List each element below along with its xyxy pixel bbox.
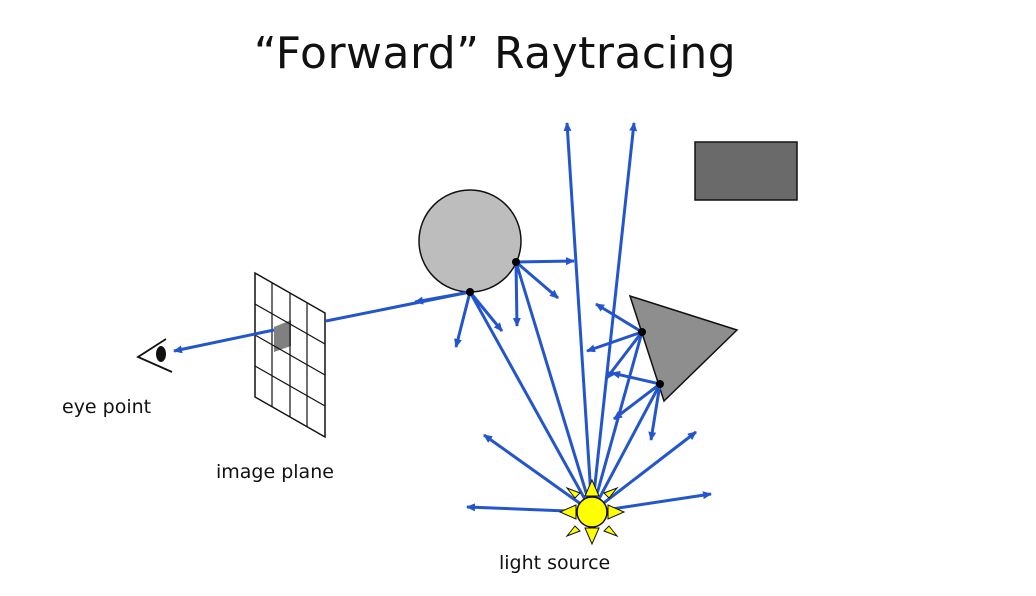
triangle-object (628, 294, 739, 403)
rectangle-object (694, 141, 798, 201)
eye-icon (136, 338, 173, 373)
sphere (418, 189, 522, 293)
hit-points (466, 258, 664, 388)
eye-point-label: eye point (62, 396, 152, 418)
sun-icon (558, 478, 626, 546)
image-plane-highlighted-cell (274, 320, 291, 352)
image-plane-label: image plane (216, 461, 334, 483)
light-source-label: light source (499, 552, 611, 574)
image-plane (254, 271, 326, 439)
page-title: “Forward” Raytracing (253, 28, 737, 79)
